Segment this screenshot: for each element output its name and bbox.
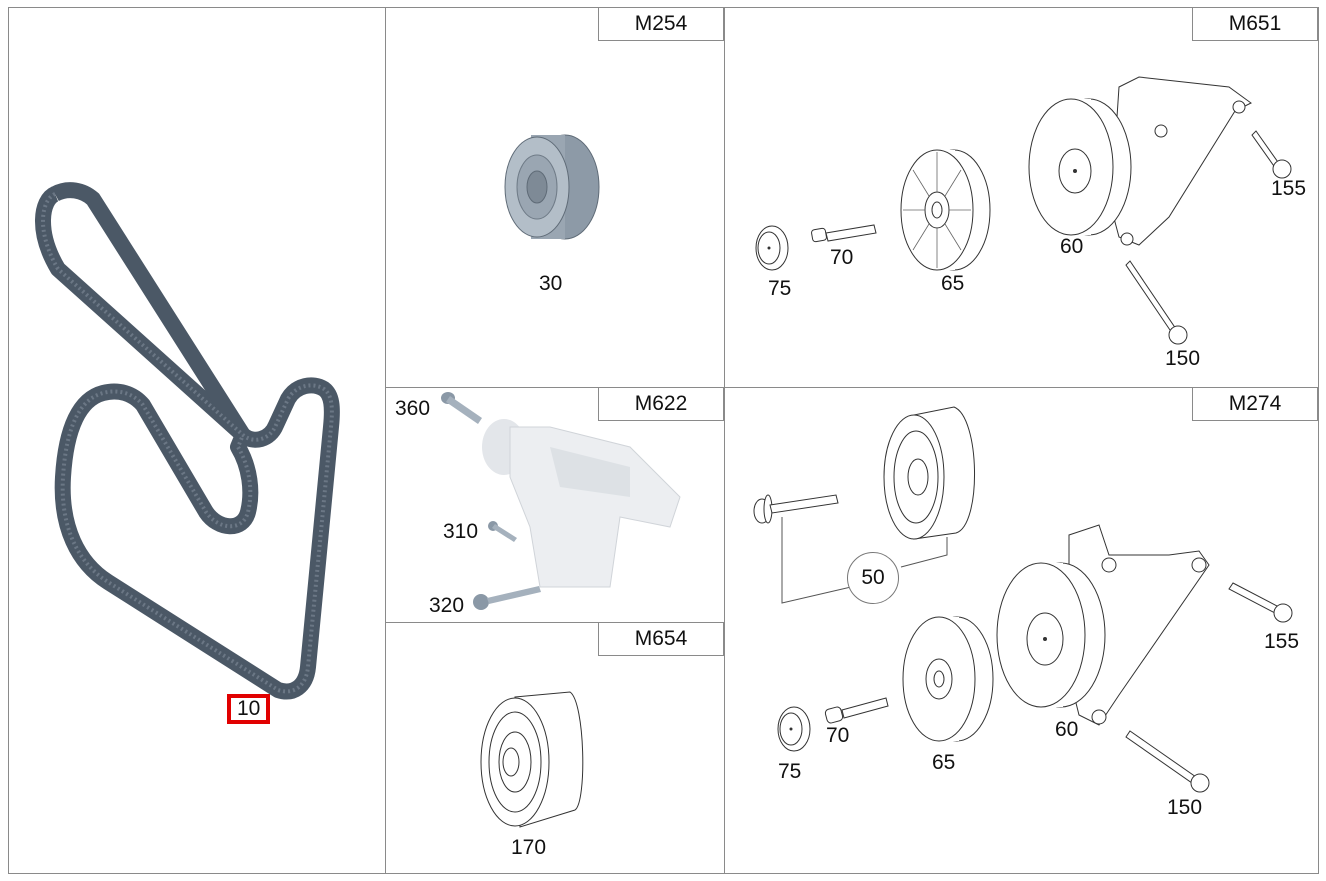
bolt-icon[interactable] [473, 584, 543, 614]
panel-belt: 10 [8, 7, 385, 874]
engine-label-m651: M651 [1192, 7, 1318, 41]
callout-150[interactable]: 150 [1165, 347, 1201, 370]
callout-310[interactable]: 310 [443, 520, 479, 543]
panel-m254: M254 30 [385, 7, 724, 387]
callout-155[interactable]: 155 [1271, 177, 1307, 200]
engine-label-m274: M274 [1192, 387, 1318, 421]
panel-m622: M622 360 310 320 [385, 387, 724, 622]
callout-320[interactable]: 320 [429, 594, 465, 617]
callout-leader-lines [781, 517, 948, 604]
bolt-icon[interactable] [750, 487, 840, 527]
idler-pulley-icon[interactable] [503, 127, 613, 257]
callout-70[interactable]: 70 [826, 724, 850, 747]
engine-label-m622: M622 [598, 387, 724, 421]
callout-60[interactable]: 60 [1060, 235, 1084, 258]
bolt-icon[interactable] [1250, 125, 1300, 185]
bolt-icon[interactable] [487, 520, 527, 550]
pulley-icon[interactable] [899, 142, 994, 277]
callout-65[interactable]: 65 [941, 272, 965, 295]
callout-75[interactable]: 75 [768, 277, 792, 300]
tensioner-icon[interactable] [480, 407, 690, 588]
callout-65[interactable]: 65 [932, 751, 956, 774]
bolt-icon[interactable] [1124, 727, 1214, 797]
bolt-icon[interactable] [810, 217, 880, 247]
callout-170[interactable]: 170 [511, 836, 547, 859]
panel-m274: M274 50 75 70 65 [724, 387, 1319, 874]
callout-150[interactable]: 150 [1167, 796, 1203, 819]
dust-cap-icon[interactable] [774, 704, 814, 754]
bolt-icon[interactable] [1124, 257, 1194, 357]
grid-divider [385, 622, 725, 623]
panel-m654: M654 170 [385, 622, 724, 874]
engine-label-m254: M254 [598, 7, 724, 41]
idler-pulley-icon[interactable] [874, 406, 984, 542]
dust-cap-icon[interactable] [752, 223, 792, 273]
callout-75[interactable]: 75 [778, 760, 802, 783]
callout-70[interactable]: 70 [830, 246, 854, 269]
grid-divider [385, 7, 386, 874]
panel-m651: M651 75 70 65 60 [724, 7, 1319, 387]
pulley-icon[interactable] [899, 609, 999, 749]
engine-label-m654: M654 [598, 622, 724, 656]
callout-60[interactable]: 60 [1055, 718, 1079, 741]
grid-divider [385, 387, 1319, 388]
idler-pulley-icon[interactable] [475, 691, 595, 832]
callout-360[interactable]: 360 [395, 397, 431, 420]
callout-10[interactable]: 10 [227, 694, 271, 724]
tensioner-icon[interactable] [996, 524, 1239, 726]
tensioner-icon[interactable] [1028, 67, 1259, 247]
grid-divider [724, 7, 725, 874]
bolt-icon[interactable] [1228, 577, 1299, 627]
bolt-icon[interactable] [440, 390, 490, 430]
callout-155[interactable]: 155 [1264, 630, 1300, 653]
callout-50[interactable]: 50 [847, 552, 899, 604]
bolt-icon[interactable] [824, 692, 894, 732]
callout-30[interactable]: 30 [539, 272, 563, 295]
poly-v-belt-icon[interactable] [8, 7, 385, 874]
